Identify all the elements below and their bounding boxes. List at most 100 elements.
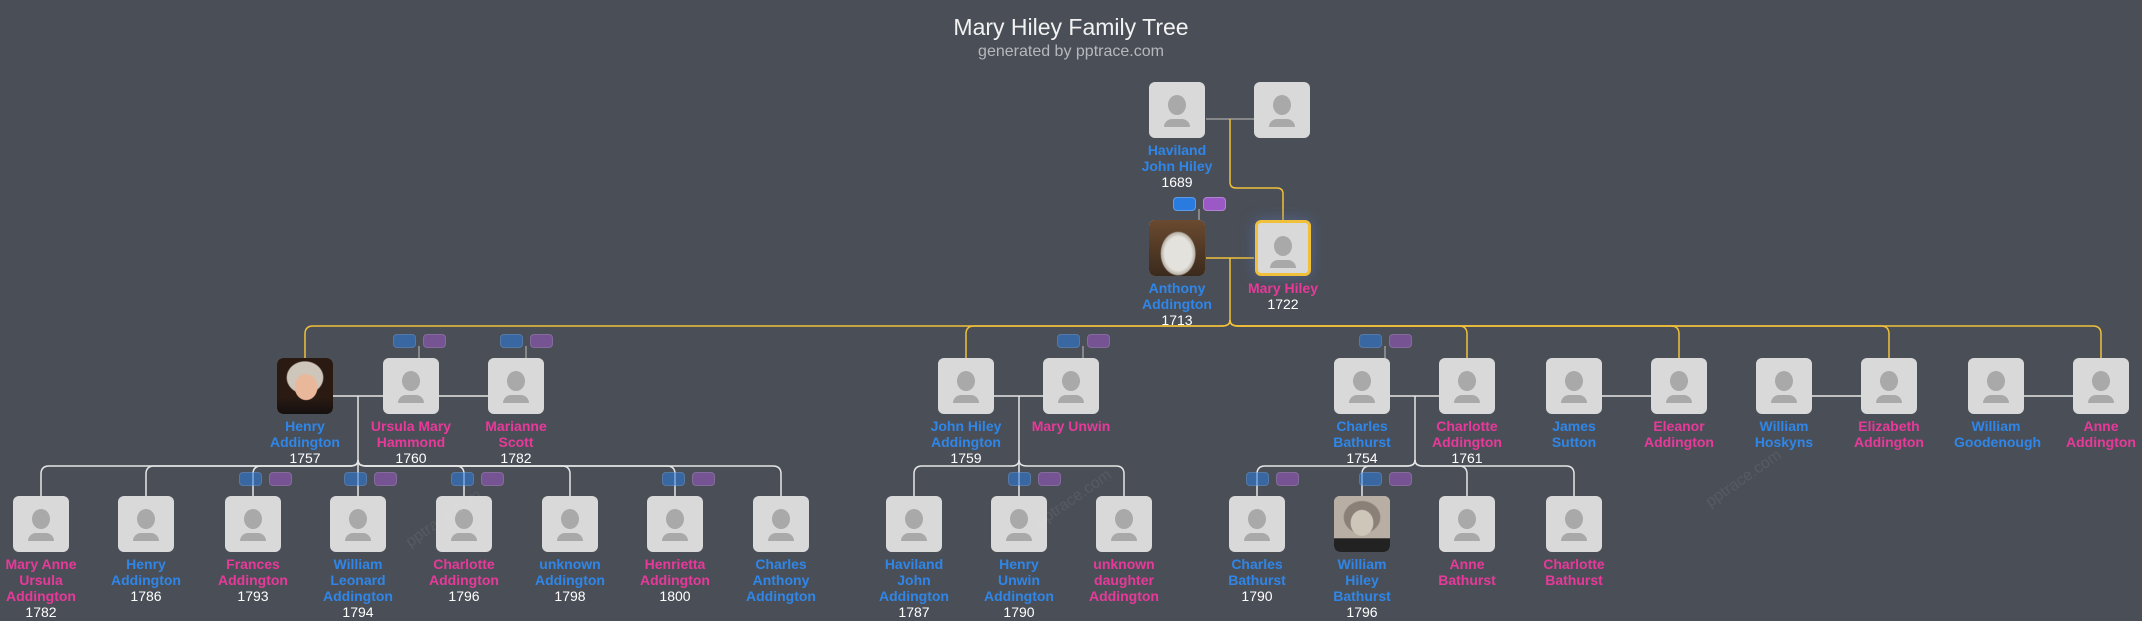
person-photo	[1149, 220, 1205, 276]
person-card[interactable]	[277, 358, 333, 414]
person-label[interactable]: Charles Anthony Addington	[739, 556, 823, 604]
spouse-toggle-male[interactable]	[1359, 472, 1382, 486]
person-label[interactable]: James Sutton	[1532, 418, 1616, 450]
avatar-placeholder-body	[398, 395, 424, 403]
person-card[interactable]	[1229, 496, 1285, 552]
person-card[interactable]	[1968, 358, 2024, 414]
spouse-toggle-male[interactable]	[1008, 472, 1031, 486]
person-card[interactable]	[1149, 82, 1205, 138]
spouse-toggle-female[interactable]	[1087, 334, 1110, 348]
avatar-placeholder-icon	[244, 509, 262, 529]
person-label[interactable]: Anne Bathurst	[1425, 556, 1509, 588]
spouse-toggle-female[interactable]	[1389, 472, 1412, 486]
person-card[interactable]	[118, 496, 174, 552]
person-name: unknown Addington	[535, 556, 605, 588]
person-card[interactable]	[13, 496, 69, 552]
person-label[interactable]: Anne Addington	[2059, 418, 2142, 450]
person-card[interactable]	[886, 496, 942, 552]
spouse-toggle-female[interactable]	[692, 472, 715, 486]
person-photo	[1334, 496, 1390, 552]
spouse-toggle-female[interactable]	[1038, 472, 1061, 486]
person-card[interactable]	[2073, 358, 2129, 414]
person-card[interactable]	[938, 358, 994, 414]
avatar-placeholder-icon	[1987, 371, 2005, 391]
spouse-toggle-female[interactable]	[423, 334, 446, 348]
person-label[interactable]: unknown daughter Addington	[1082, 556, 1166, 604]
person-card[interactable]	[647, 496, 703, 552]
person-card[interactable]	[1546, 358, 1602, 414]
avatar-placeholder-body	[1876, 395, 1902, 403]
person-card[interactable]	[753, 496, 809, 552]
person-label[interactable]: Charlotte Bathurst	[1532, 556, 1616, 588]
person-card[interactable]	[436, 496, 492, 552]
spouse-toggle-male[interactable]	[1057, 334, 1080, 348]
person-name: Charles Anthony Addington	[746, 556, 816, 604]
person-card[interactable]	[542, 496, 598, 552]
spouse-toggle-male[interactable]	[393, 334, 416, 348]
spouse-toggle-female[interactable]	[530, 334, 553, 348]
person-label[interactable]: Mary Unwin	[1029, 418, 1113, 434]
person-card[interactable]	[225, 496, 281, 552]
person-card[interactable]	[383, 358, 439, 414]
person-card[interactable]	[991, 496, 1047, 552]
spouse-toggle-male[interactable]	[1246, 472, 1269, 486]
person-card[interactable]	[1096, 496, 1152, 552]
avatar-placeholder-body	[1454, 395, 1480, 403]
person-photo	[277, 358, 333, 414]
spouse-toggle-female[interactable]	[1276, 472, 1299, 486]
avatar-placeholder-body	[1771, 395, 1797, 403]
spouse-toggle-female[interactable]	[269, 472, 292, 486]
person-card[interactable]	[1861, 358, 1917, 414]
person-card[interactable]	[1546, 496, 1602, 552]
person-card[interactable]	[330, 496, 386, 552]
person-card[interactable]	[1651, 358, 1707, 414]
spouse-toggle-male[interactable]	[500, 334, 523, 348]
person-card[interactable]	[1255, 220, 1311, 276]
person-card[interactable]	[1043, 358, 1099, 414]
person-label[interactable]: William Hoskyns	[1742, 418, 1826, 450]
person-name: Haviland John Addington	[879, 556, 949, 604]
spouse-toggle-male[interactable]	[344, 472, 367, 486]
person-card[interactable]	[1439, 496, 1495, 552]
spouse-toggle-female[interactable]	[481, 472, 504, 486]
spouse-toggle-male[interactable]	[1173, 197, 1196, 211]
spouse-toggle-female[interactable]	[374, 472, 397, 486]
spouse-toggle-male[interactable]	[1359, 334, 1382, 348]
person-card[interactable]	[1756, 358, 1812, 414]
person-label[interactable]: Elizabeth Addington	[1847, 418, 1931, 450]
person-card[interactable]	[1334, 496, 1390, 552]
person-name: Henry Addington	[111, 556, 181, 588]
spouse-toggle-female[interactable]	[1389, 334, 1412, 348]
person-label[interactable]: Eleanor Addington	[1637, 418, 1721, 450]
person-card[interactable]	[1439, 358, 1495, 414]
person-card[interactable]	[1334, 358, 1390, 414]
person-card[interactable]	[1254, 82, 1310, 138]
spouse-toggle-male[interactable]	[239, 472, 262, 486]
person-label[interactable]: William Goodenough	[1954, 418, 2041, 450]
person-card[interactable]	[1149, 220, 1205, 276]
person-card[interactable]	[488, 358, 544, 414]
spouse-toggle-male[interactable]	[662, 472, 685, 486]
spouse-toggle-female[interactable]	[1203, 197, 1226, 211]
spouse-toggle-male[interactable]	[451, 472, 474, 486]
